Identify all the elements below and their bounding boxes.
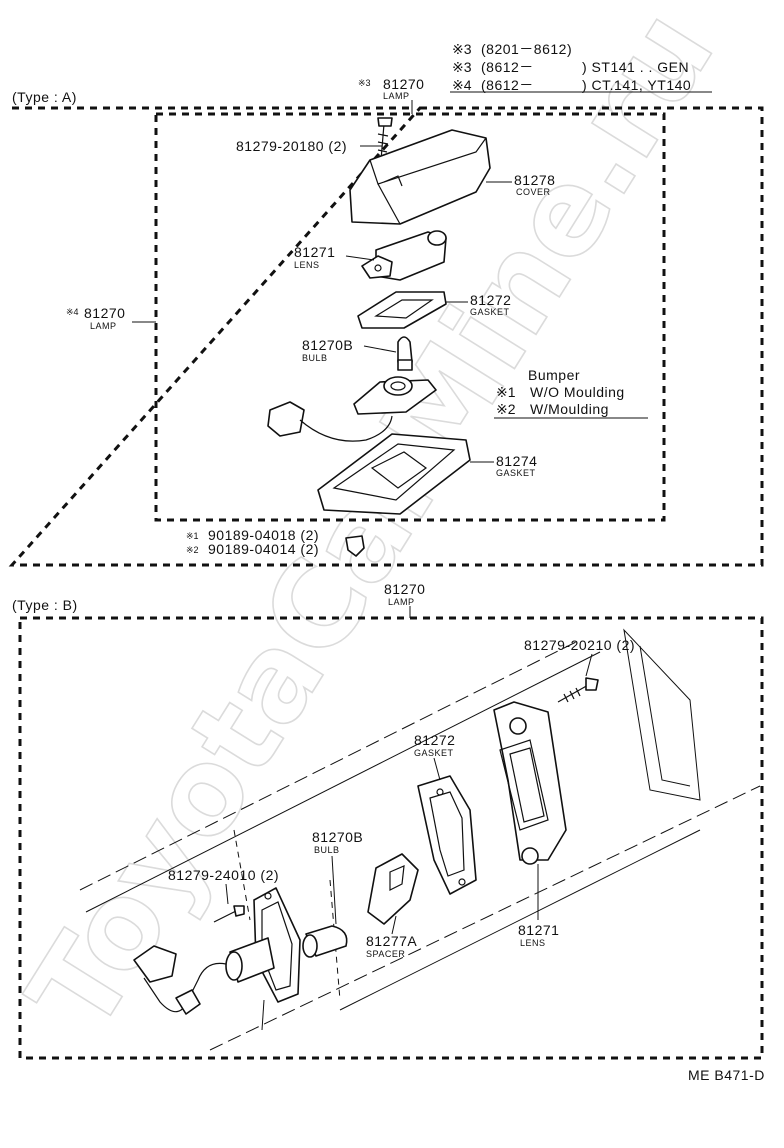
- clip-2-number: 90189-04014 (2): [208, 541, 319, 557]
- bulb-a-part: [397, 336, 413, 371]
- bulb-b-number: 81270B: [312, 829, 363, 845]
- type-b-frame: [18, 616, 764, 1060]
- lens-a-number: 81271: [294, 244, 335, 260]
- legend-row-1-mark: ※3: [452, 41, 472, 57]
- type-a-frame: [8, 106, 764, 567]
- gasket-a-bottom-number: 81274: [496, 453, 537, 469]
- bumper-note-row-1-text: W/O Moulding: [530, 384, 625, 400]
- type-a-inner-frame: [154, 112, 666, 522]
- type-a-label: (Type : A): [12, 89, 77, 105]
- bulb-a-leader: [363, 345, 397, 353]
- clip-2-mark: ※2: [186, 545, 199, 555]
- housing-b-part: [133, 887, 301, 1031]
- gasket-b-part: [417, 775, 477, 895]
- gasket-a-top-name: GASKET: [470, 307, 510, 317]
- lens-b-part: [493, 701, 567, 865]
- lamp-top-mark: ※3: [358, 78, 371, 88]
- screw-a-number: 81279-20180 (2): [236, 138, 347, 154]
- bulb-b-name: BULB: [314, 845, 340, 855]
- clip-part: [345, 535, 365, 557]
- bulb-b-part: [302, 925, 348, 958]
- cover-number: 81278: [514, 172, 555, 188]
- legend-row-1-code: (8201－8612): [481, 41, 572, 57]
- screw-b-top-leader: [585, 653, 593, 677]
- lamp-top-name: LAMP: [383, 91, 410, 101]
- gasket-a-top-part: [357, 291, 447, 329]
- socket-a-part: [267, 376, 437, 442]
- drawing-code: ME B471-D: [688, 1067, 765, 1083]
- spacer-number: 81277A: [366, 933, 417, 949]
- screw-a-part: [377, 117, 393, 173]
- bulb-a-name: BULB: [302, 353, 328, 363]
- gasket-b-leader: [433, 757, 441, 781]
- legend-row-3-models: ) CT.141, YT140: [582, 77, 691, 93]
- lamp-side-name: LAMP: [90, 321, 117, 331]
- lens-a-leader: [345, 255, 375, 261]
- gasket-b-number: 81272: [414, 732, 455, 748]
- screw-b-left-part: [213, 905, 245, 923]
- screw-b-top-part: [557, 677, 599, 703]
- lamp-b-name: LAMP: [388, 597, 415, 607]
- type-b-label: (Type : B): [12, 597, 78, 613]
- spacer-name: SPACER: [366, 949, 405, 959]
- lens-b-name: LENS: [520, 938, 546, 948]
- legend-row-2-models: ) ST141 . . GEN: [582, 59, 689, 75]
- bumper-note-title: Bumper: [528, 367, 580, 383]
- gasket-b-name: GASKET: [414, 748, 454, 758]
- spacer-leader: [391, 915, 397, 935]
- lamp-side-mark: ※4: [66, 307, 79, 317]
- legend-row-3-mark: ※4: [452, 77, 472, 93]
- bulb-b-leader: [331, 855, 337, 925]
- spacer-part: [367, 853, 419, 925]
- bumper-note-row-2-text: W/Moulding: [530, 401, 609, 417]
- screw-b-top-number: 81279-20210 (2): [524, 637, 635, 653]
- bulb-a-number: 81270B: [302, 337, 353, 353]
- lamp-b-number: 81270: [384, 581, 425, 597]
- screw-b-left-leader: [225, 883, 229, 905]
- lens-a-name: LENS: [294, 260, 320, 270]
- cover-part: [349, 129, 491, 225]
- screw-b-left-number: 81279-24010 (2): [168, 867, 279, 883]
- gasket-a-bottom-part: [317, 433, 471, 515]
- legend-row-2-code: (8612－: [481, 59, 534, 75]
- lens-a-part: [361, 230, 447, 281]
- clip-1-mark: ※1: [186, 531, 199, 541]
- gasket-a-top-number: 81272: [470, 292, 511, 308]
- legend-row-3-code: (8612－: [481, 77, 534, 93]
- gasket-a-bottom-name: GASKET: [496, 468, 536, 478]
- clip-1-number: 90189-04018 (2): [208, 527, 319, 543]
- bumper-note-row-2-mark: ※2: [496, 401, 516, 417]
- lamp-top-number: 81270: [383, 76, 424, 92]
- cover-name: COVER: [516, 187, 551, 197]
- legend-row-2-mark: ※3: [452, 59, 472, 75]
- bumper-note: Bumper ※1 W/O Moulding ※2 W/Moulding: [494, 367, 648, 419]
- lamp-side-number: 81270: [84, 305, 125, 321]
- legend-top: ※3 (8201－8612) ※3 (8612－ ) ST141 . . GEN…: [450, 41, 712, 93]
- lens-b-number: 81271: [518, 922, 559, 938]
- bumper-note-row-1-mark: ※1: [496, 384, 516, 400]
